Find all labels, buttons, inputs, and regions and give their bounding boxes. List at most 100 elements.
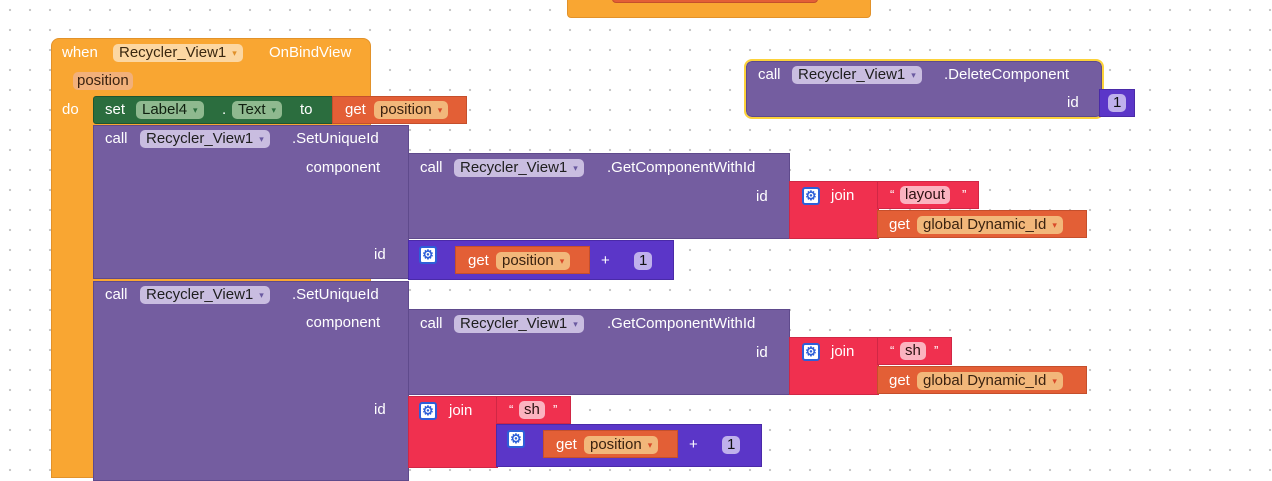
event-do-label: do: [62, 101, 79, 118]
quote-open: “: [890, 187, 895, 202]
partial-block-top-inner[interactable]: [612, 0, 818, 3]
get-global-value: global Dynamic_Id: [923, 372, 1047, 389]
set-dot: .: [222, 101, 227, 118]
quote-close: ”: [934, 343, 939, 358]
chevron-down-icon: ▾: [573, 319, 578, 329]
number-value[interactable]: 1: [722, 436, 741, 454]
get-variable-value: position: [380, 101, 432, 118]
inner-call-keyword: call: [420, 159, 443, 176]
join-keyword: join: [449, 402, 473, 419]
join-block-2[interactable]: ⚙ join: [789, 337, 879, 395]
inner-id-label: id: [756, 188, 768, 205]
get-global-dropdown[interactable]: global Dynamic_Id▾: [917, 372, 1063, 390]
gear-icon[interactable]: ⚙: [419, 402, 437, 420]
call-getcomponentwithid-block-2[interactable]: call Recycler_View1▾ .GetComponentWithId…: [408, 309, 790, 395]
call-method-label: .SetUniqueId: [292, 130, 379, 147]
gear-icon[interactable]: ⚙: [419, 246, 437, 264]
call-setuniqueid-block-1[interactable]: call Recycler_View1▾ .SetUniqueId compon…: [93, 125, 409, 279]
join-keyword: join: [831, 187, 855, 204]
inner-component-value: Recycler_View1: [460, 159, 568, 176]
id-arg-label: id: [1067, 94, 1079, 111]
quote-close: ”: [553, 402, 558, 417]
gear-icon[interactable]: ⚙: [802, 187, 820, 205]
set-component-value: Label4: [142, 101, 188, 118]
inner-method-label: .GetComponentWithId: [607, 159, 756, 176]
call-component-dropdown[interactable]: Recycler_View1 ▾: [140, 130, 270, 148]
join-block-1[interactable]: ⚙ join: [789, 181, 879, 239]
join-keyword: join: [831, 343, 855, 360]
set-value-get-block[interactable]: get position ▾: [332, 96, 467, 124]
call-component-value: Recycler_View1: [146, 286, 254, 303]
get-keyword: get: [889, 372, 910, 389]
call-component-value: Recycler_View1: [146, 130, 254, 147]
inner-component-value: Recycler_View1: [460, 315, 568, 332]
quote-close: ”: [962, 187, 967, 202]
chevron-down-icon: ▾: [1052, 220, 1057, 230]
event-param-position[interactable]: position: [73, 72, 133, 90]
partial-block-top[interactable]: [567, 0, 871, 18]
chevron-down-icon: ▾: [232, 48, 237, 58]
string-block-layout[interactable]: “ layout ”: [877, 181, 979, 209]
get-variable-dropdown[interactable]: position ▾: [374, 101, 449, 119]
get-variable-dropdown[interactable]: position ▾: [584, 436, 659, 454]
string-block-sh-1[interactable]: “ sh ”: [877, 337, 952, 365]
chevron-down-icon: ▾: [437, 105, 443, 115]
call-keyword: call: [758, 66, 781, 83]
call-component-dropdown[interactable]: Recycler_View1 ▾: [140, 286, 270, 304]
call-setuniqueid-block-2[interactable]: call Recycler_View1 ▾ .SetUniqueId compon…: [93, 281, 409, 481]
call-keyword: call: [105, 286, 128, 303]
get-variable-value: position: [590, 436, 642, 453]
get-global-value: global Dynamic_Id: [923, 216, 1047, 233]
get-global-dynamic-id-1[interactable]: get global Dynamic_Id▾: [877, 210, 1087, 238]
event-when-label: when: [62, 44, 98, 61]
math-get-position-1[interactable]: get position ▾: [455, 246, 590, 274]
chevron-down-icon: ▾: [911, 70, 916, 80]
set-label-text-block[interactable]: set Label4▾ . Text▾ to: [93, 96, 335, 124]
get-keyword: get: [556, 436, 577, 453]
plus-operator: +: [689, 436, 698, 453]
inner-id-label: id: [756, 344, 768, 361]
get-keyword: get: [468, 252, 489, 269]
chevron-down-icon: ▾: [259, 134, 264, 144]
chevron-down-icon: ▾: [573, 163, 578, 173]
chevron-down-icon: ▾: [193, 105, 198, 115]
component-arg-label: component: [306, 314, 381, 331]
chevron-down-icon: ▾: [271, 105, 277, 115]
get-keyword: get: [345, 101, 366, 118]
string-value[interactable]: sh: [900, 342, 926, 360]
component-arg-label: component: [306, 159, 381, 176]
event-component-dropdown[interactable]: Recycler_View1 ▾: [113, 44, 243, 62]
call-getcomponentwithid-block-1[interactable]: call Recycler_View1 ▾ .GetComponentWithId…: [408, 153, 790, 239]
inner-call-keyword: call: [420, 315, 443, 332]
get-global-dynamic-id-2[interactable]: get global Dynamic_Id▾: [877, 366, 1087, 394]
chevron-down-icon: ▾: [647, 440, 653, 450]
call-component-dropdown[interactable]: Recycler_View1 ▾: [792, 66, 922, 84]
call-method-label: .SetUniqueId: [292, 286, 379, 303]
call-component-value: Recycler_View1: [798, 66, 906, 83]
string-value[interactable]: sh: [519, 401, 545, 419]
get-variable-dropdown[interactable]: position ▾: [496, 252, 571, 270]
event-component-value: Recycler_View1: [119, 44, 227, 61]
get-variable-value: position: [502, 252, 554, 269]
chevron-down-icon: ▾: [259, 290, 264, 300]
inner-component-dropdown[interactable]: Recycler_View1 ▾: [454, 159, 584, 177]
math-get-position-2[interactable]: get position ▾: [543, 430, 678, 458]
chevron-down-icon: ▾: [559, 256, 565, 266]
plus-operator: +: [601, 252, 610, 269]
id-arg-label: id: [374, 246, 386, 263]
call-deletecomponent-block[interactable]: call Recycler_View1 ▾ .DeleteComponent id: [744, 59, 1104, 119]
set-property-dropdown[interactable]: Text▾: [232, 101, 283, 119]
gear-icon[interactable]: ⚙: [507, 430, 525, 448]
number-block-delete-id[interactable]: 1: [1099, 89, 1135, 117]
set-component-dropdown[interactable]: Label4 ▾: [136, 101, 204, 119]
join-block-id-2[interactable]: ⚙ join: [408, 396, 498, 468]
string-block-sh-2[interactable]: “ sh ”: [496, 396, 571, 424]
string-value[interactable]: layout: [900, 186, 951, 204]
number-value[interactable]: 1: [634, 252, 653, 270]
set-keyword: set: [105, 101, 126, 118]
get-global-dropdown[interactable]: global Dynamic_Id ▾: [917, 216, 1063, 234]
number-value[interactable]: 1: [1108, 94, 1127, 112]
gear-icon[interactable]: ⚙: [802, 343, 820, 361]
inner-component-dropdown[interactable]: Recycler_View1 ▾: [454, 315, 584, 333]
call-method-label: .DeleteComponent: [944, 66, 1070, 83]
